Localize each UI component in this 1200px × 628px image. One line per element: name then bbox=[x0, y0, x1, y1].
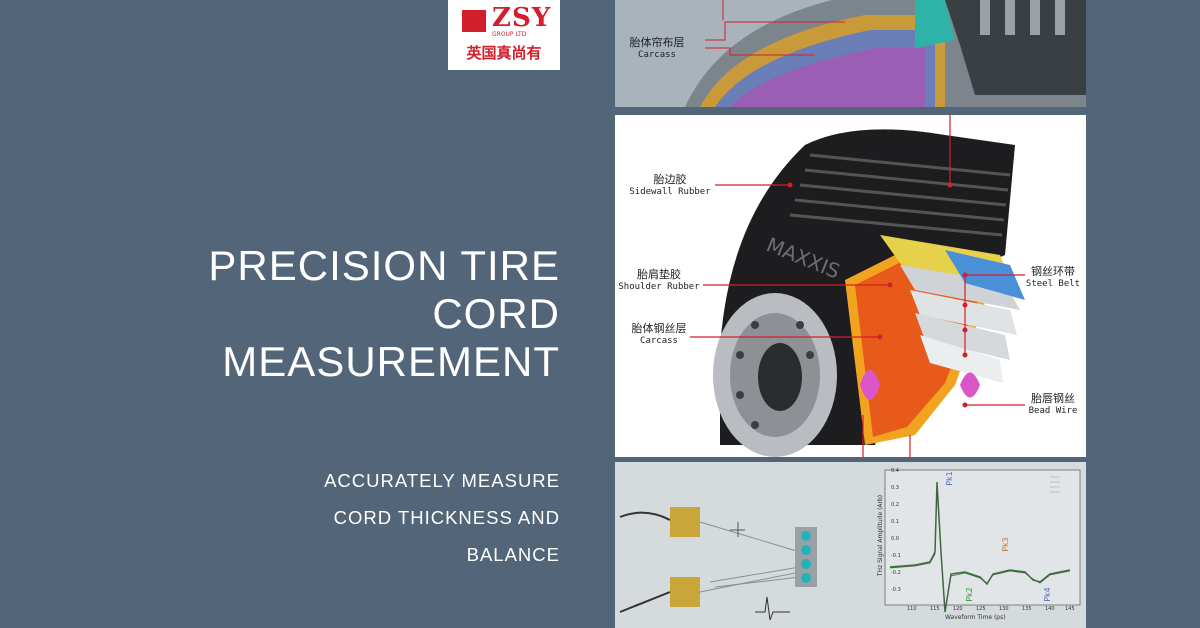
sidewall-label: 胎边胶 Sidewall Rubber bbox=[620, 173, 720, 199]
y-tick: 0.1 bbox=[891, 519, 899, 525]
title-line-2: CORD bbox=[432, 290, 560, 337]
x-tick: 145 bbox=[1065, 606, 1075, 612]
bead-wire-label-en: Bead Wire bbox=[1028, 406, 1078, 416]
x-tick: 115 bbox=[930, 606, 940, 612]
shoulder-label: 胎肩垫胶 Shoulder Rubber bbox=[615, 268, 703, 294]
bead-wire-label-cn: 胎唇钢丝 bbox=[1031, 392, 1075, 405]
page-subtitle: ACCURATELY MEASURE CORD THICKNESS AND BA… bbox=[260, 462, 560, 573]
x-tick: 140 bbox=[1045, 606, 1055, 612]
carcass-label-top-cn: 胎体帘布层 bbox=[629, 36, 685, 49]
steel-belt-label-en: Steel Belt bbox=[1025, 279, 1081, 289]
receiver-sensor-icon bbox=[670, 577, 700, 607]
subtitle-line-2: CORD THICKNESS AND bbox=[333, 507, 560, 528]
y-tick: 0.3 bbox=[891, 485, 899, 491]
shoulder-label-en: Shoulder Rubber bbox=[618, 282, 700, 292]
carcass-label-top-en: Carcass bbox=[638, 50, 676, 60]
carcass-label-en: Carcass bbox=[640, 336, 678, 346]
chart-x-label: Waveform Time (ps) bbox=[945, 614, 1006, 621]
y-tick: 0.4 bbox=[891, 468, 899, 474]
y-tick: -0.2 bbox=[891, 570, 901, 576]
logo-chinese: 英国真尚有 bbox=[466, 44, 542, 62]
carcass-cross-section-image bbox=[685, 0, 1086, 107]
x-tick: 130 bbox=[999, 606, 1009, 612]
peak-label-2: Pk2 bbox=[964, 587, 974, 602]
peak-label-1: Pk1 bbox=[944, 471, 954, 486]
peak-label-3: Pk3 bbox=[1000, 537, 1010, 552]
tire-structure-panel: MAXXIS 胎边胶 Sidewall Rubber 胎肩垫胶 Shoulder… bbox=[615, 115, 1086, 457]
title-line-1: PRECISION TIRE bbox=[208, 242, 560, 289]
steel-belt-label: 钢丝环带 Steel Belt bbox=[1020, 265, 1086, 291]
waveform-series bbox=[889, 481, 1071, 613]
sidewall-label-cn: 胎边胶 bbox=[653, 173, 687, 186]
chart-y-label: THz Signal Amplitude (Arb) bbox=[877, 494, 885, 577]
shoulder-label-cn: 胎肩垫胶 bbox=[637, 268, 681, 281]
thz-setup-diagram bbox=[619, 469, 1081, 621]
logo-emblem-icon bbox=[462, 10, 486, 32]
x-tick: 135 bbox=[1022, 606, 1032, 612]
steel-belt-label-cn: 钢丝环带 bbox=[1031, 265, 1075, 278]
thz-measurement-panel: 0.4 0.3 0.2 0.1 0.0 -0.1 -0.2 -0.3 110 1… bbox=[615, 462, 1086, 628]
carcass-label-cn: 胎体钢丝层 bbox=[631, 322, 687, 335]
logo-brand: ZSY bbox=[492, 3, 552, 33]
chart-y-ticks: 0.4 0.3 0.2 0.1 0.0 -0.1 -0.2 -0.3 bbox=[891, 468, 907, 603]
emitter-sensor-icon bbox=[670, 507, 700, 537]
subtitle-line-3: BALANCE bbox=[466, 544, 560, 565]
subtitle-line-1: ACCURATELY MEASURE bbox=[324, 470, 560, 491]
carcass-label: 胎体钢丝层 Carcass bbox=[615, 322, 703, 348]
x-tick: 120 bbox=[953, 606, 963, 612]
page-title: PRECISION TIRE CORD MEASUREMENT bbox=[180, 242, 560, 386]
x-tick: 110 bbox=[907, 606, 917, 612]
chart-x-ticks: 110 115 120 125 130 135 140 145 bbox=[907, 606, 1077, 614]
x-tick: 125 bbox=[976, 606, 986, 612]
tire-structure-image: MAXXIS bbox=[690, 115, 1025, 457]
bead-wire-label: 胎唇钢丝 Bead Wire bbox=[1020, 392, 1086, 418]
peak-label-4: Pk4 bbox=[1042, 587, 1052, 602]
y-tick: 0.2 bbox=[891, 502, 899, 508]
sidewall-label-en: Sidewall Rubber bbox=[629, 187, 711, 197]
y-tick: -0.3 bbox=[891, 587, 901, 593]
title-line-3: MEASUREMENT bbox=[222, 338, 560, 385]
y-tick: -0.1 bbox=[891, 553, 901, 559]
y-tick: 0.0 bbox=[891, 536, 899, 542]
carcass-image-panel: 胎体帘布层 Carcass bbox=[615, 0, 1086, 107]
carcass-label-top: 胎体帘布层 Carcass bbox=[617, 36, 697, 62]
logo-group: GROUP LTD bbox=[492, 31, 527, 38]
company-logo: ZSY GROUP LTD 英国真尚有 bbox=[448, 0, 560, 70]
